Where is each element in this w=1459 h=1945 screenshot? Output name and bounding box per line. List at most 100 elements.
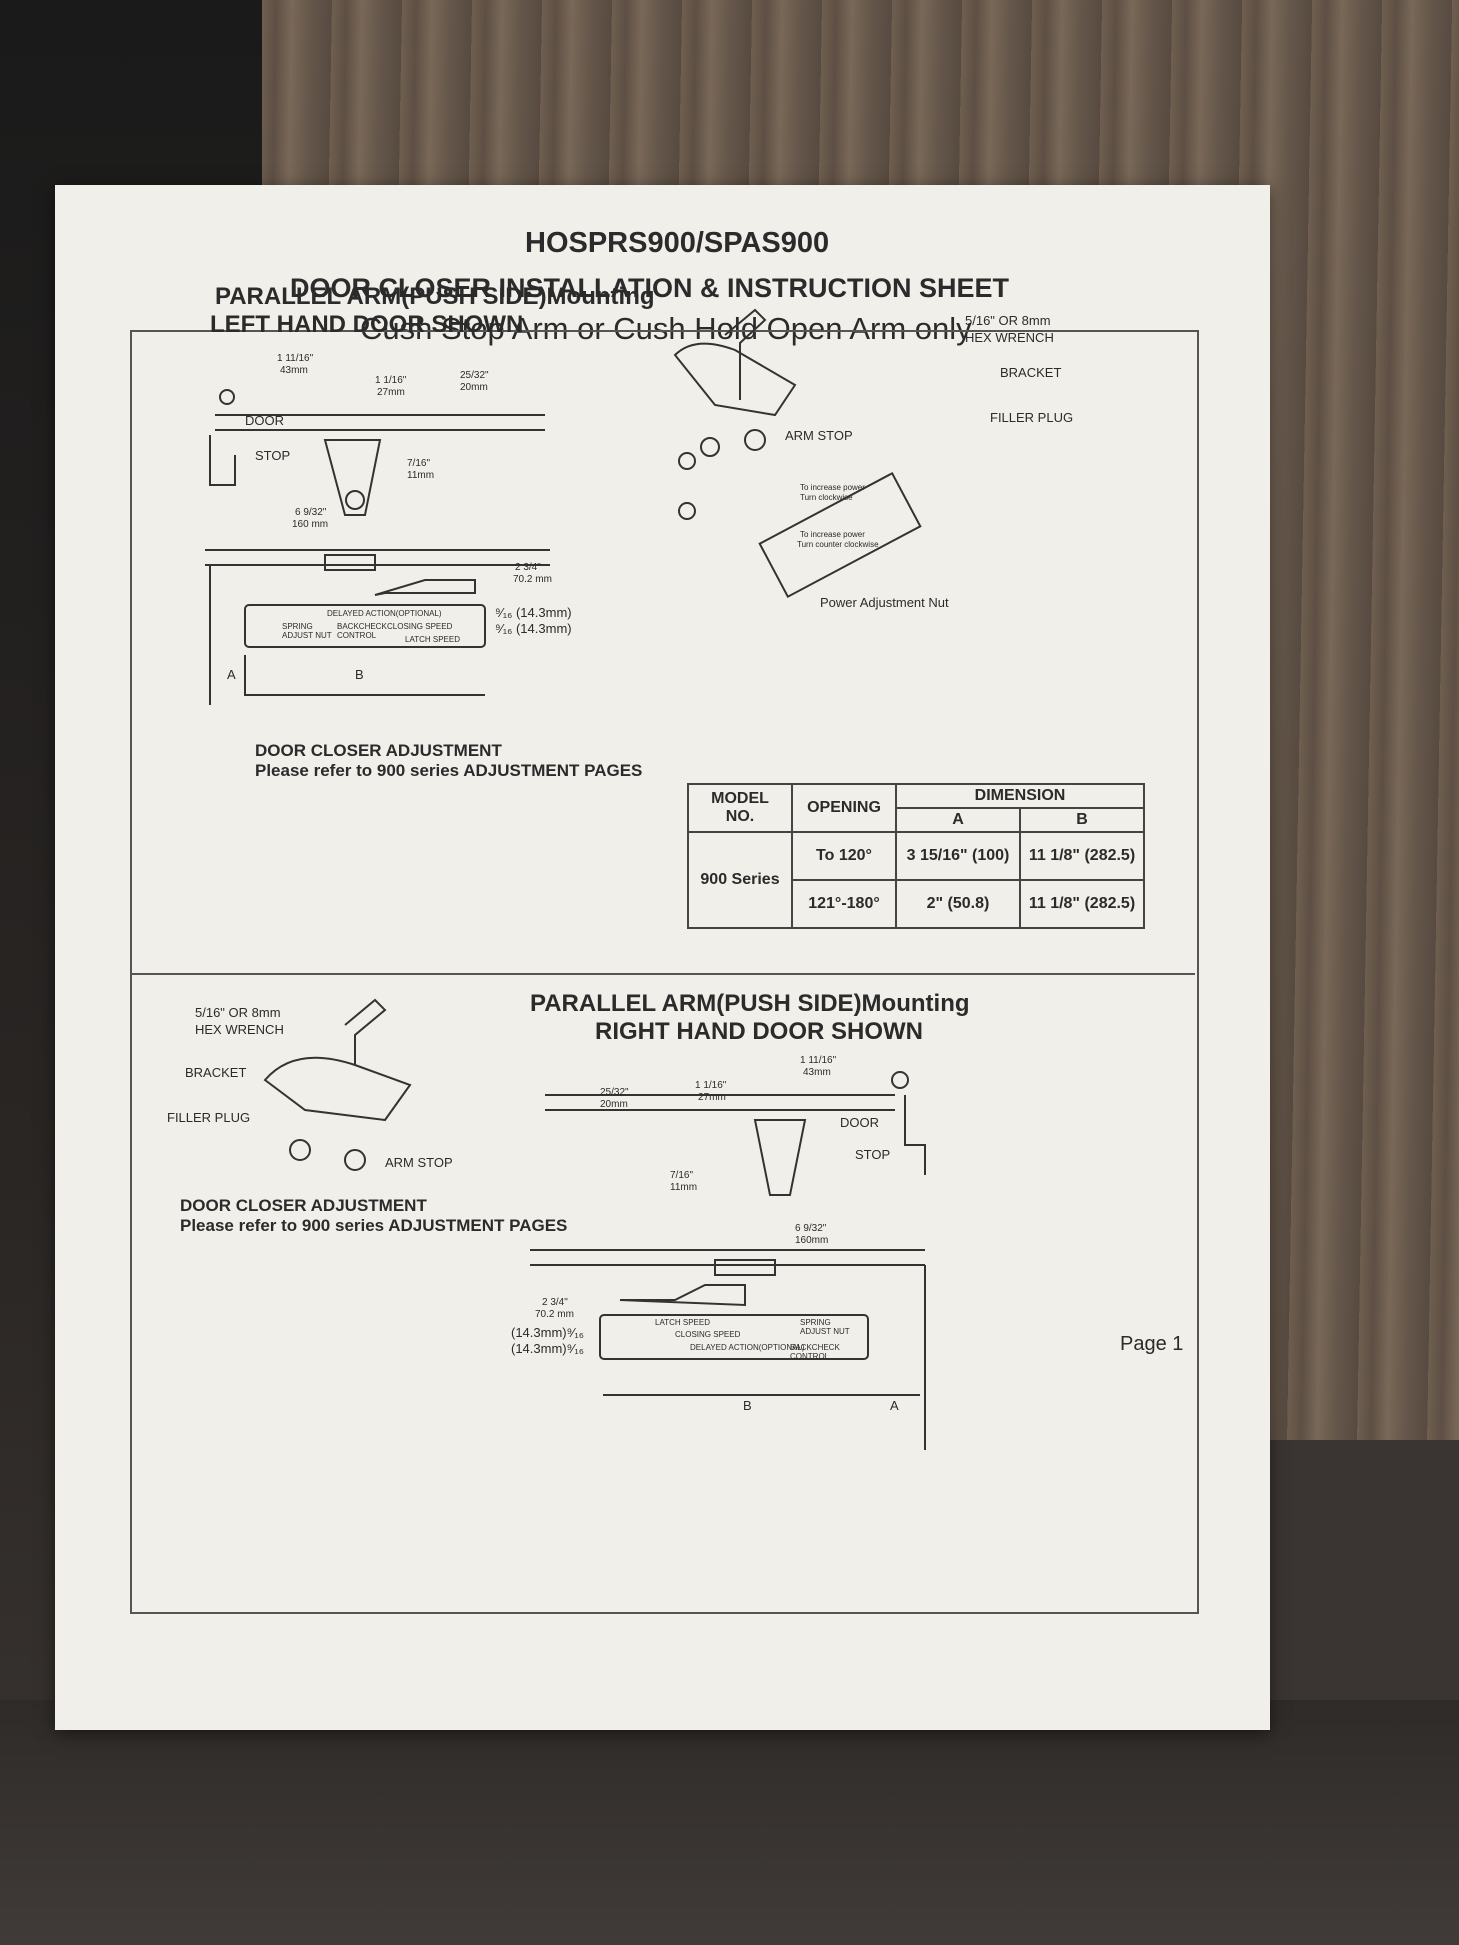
section-divider: [130, 973, 1195, 975]
dim-1-1-16: 1 1/16": [375, 375, 407, 386]
cell-opening: 121°-180°: [791, 879, 897, 929]
closer-body-left: [244, 604, 486, 648]
dim-160mm-right: 160mm: [795, 1235, 829, 1246]
dim-43mm: 43mm: [280, 365, 308, 376]
cell-b: 11 1/8" (282.5): [1019, 831, 1145, 881]
dim-9-16-a-right: (14.3mm)⁹⁄₁₆: [511, 1325, 584, 1340]
content-frame: [130, 330, 1199, 1614]
model-title: HOSPRS900/SPAS900: [525, 227, 830, 259]
adjustment-note-right: Please refer to 900 series ADJUSTMENT PA…: [180, 1216, 568, 1235]
adjustment-heading-left: DOOR CLOSER ADJUSTMENT: [255, 741, 502, 760]
power-adjust-nut-label: Power Adjustment Nut: [820, 595, 949, 610]
door-label-right: DOOR: [840, 1115, 879, 1130]
dim-27mm: 27mm: [377, 387, 405, 398]
closing-speed-label-right: CLOSING SPEED: [675, 1330, 741, 1339]
closer-body-right: [599, 1314, 869, 1360]
door-right-line: [545, 1094, 895, 1111]
dim-1-1-16-right: 1 1/16": [695, 1080, 727, 1091]
spring-adjust-label: SPRING ADJUST NUT: [282, 622, 332, 640]
page-number: Page 1: [1120, 1333, 1184, 1355]
hex-wrench-label: HEX WRENCH: [965, 330, 1054, 345]
filler-plug-label-bottom: FILLER PLUG: [167, 1110, 251, 1125]
dim-6-9-32: 6 9/32": [295, 507, 327, 518]
dim-1-11-16: 1 11/16": [277, 353, 314, 364]
dim-1-11-16-right: 1 11/16": [800, 1055, 837, 1066]
floor-background: [0, 1700, 1459, 1945]
dim-a-right: A: [890, 1398, 899, 1413]
cw-note-line1: To increase power: [800, 483, 865, 492]
cell-b: 11 1/8" (282.5): [1019, 879, 1145, 929]
cell-a: 2" (50.8): [895, 879, 1021, 929]
hex-wrench-size: 5/16" OR 8mm: [965, 313, 1051, 328]
latch-speed-label-right: LATCH SPEED: [655, 1318, 710, 1327]
adjustment-note-left: Please refer to 900 series ADJUSTMENT PA…: [255, 761, 643, 780]
cw-note-line2: Turn clockwise: [800, 493, 853, 502]
dim-70-2mm-right: 70.2 mm: [535, 1309, 574, 1320]
bracket-drawing-bottom: [263, 1056, 412, 1122]
dim-9-16-b: ⁹⁄₁₆ (14.3mm): [495, 621, 572, 636]
ccw-note-line1: To increase power: [800, 530, 865, 539]
right-heading-line2: RIGHT HAND DOOR SHOWN: [595, 1018, 923, 1045]
latch-speed-label: LATCH SPEED: [405, 635, 460, 644]
dim-11mm-right: 11mm: [670, 1182, 698, 1193]
delayed-action-label-right: DELAYED ACTION(OPTIONAL): [690, 1343, 805, 1352]
bracket-label-top: BRACKET: [1000, 365, 1062, 380]
th-a: A: [895, 807, 1021, 833]
stop-label-right: STOP: [855, 1147, 891, 1162]
arm-stop-label-top: ARM STOP: [785, 428, 853, 443]
bracket-drawing-top: [673, 342, 797, 417]
spring-adjust-label-right: SPRING ADJUST NUT: [800, 1318, 850, 1336]
sheet-title: DOOR CLOSER INSTALLATION & INSTRUCTION S…: [290, 273, 1009, 303]
dim-7-16: 7/16": [407, 458, 431, 469]
table-row: 900 Series To 120° 3 15/16" (100) 11 1/8…: [687, 831, 1145, 929]
hex-wrench-left: [344, 998, 387, 1065]
dim-20mm: 20mm: [460, 382, 488, 393]
arm-stop-label-bottom: ARM STOP: [385, 1155, 453, 1170]
hex-wrench-size-bottom: 5/16" OR 8mm: [195, 1005, 281, 1020]
dim-a-left: A: [227, 667, 236, 682]
dim-6-9-32-right: 6 9/32": [795, 1223, 827, 1234]
dim-b-right: B: [743, 1398, 752, 1413]
left-heading-line1: PARALLEL ARM(PUSH SIDE)Mounting: [215, 283, 655, 310]
bracket-left: [323, 439, 382, 516]
closer-body-top: [758, 471, 922, 599]
hex-wrench-label-bottom: HEX WRENCH: [195, 1022, 284, 1037]
sheet-subtitle: Cush Stop Arm or Cush Hold Open Arm only: [360, 311, 972, 346]
diagram-drawings: [205, 308, 926, 1450]
dim-70-2mm: 70.2 mm: [513, 574, 552, 585]
delayed-action-label: DELAYED ACTION(OPTIONAL): [327, 609, 442, 618]
dim-43mm-right: 43mm: [803, 1067, 831, 1078]
right-heading-line1: PARALLEL ARM(PUSH SIDE)Mounting: [530, 990, 970, 1017]
dim-9-16-b-right: (14.3mm)⁹⁄₁₆: [511, 1341, 584, 1356]
th-opening: OPENING: [791, 783, 897, 833]
cell-opening: To 120°: [791, 831, 897, 881]
adjustment-heading-right: DOOR CLOSER ADJUSTMENT: [180, 1196, 427, 1215]
dim-2-3-4: 2 3/4": [515, 562, 541, 573]
backcheck-label: BACKCHECK CONTROL: [337, 622, 387, 640]
dim-2-3-4-right: 2 3/4": [542, 1297, 568, 1308]
filler-plug-drawing: [744, 429, 766, 451]
stop-left-line: [209, 435, 236, 486]
closing-speed-label: CLOSING SPEED: [387, 622, 453, 631]
door-label-left: DOOR: [245, 413, 284, 428]
dim-9-16-a: ⁹⁄₁₆ (14.3mm): [495, 605, 572, 620]
door-knob-left: [219, 389, 235, 405]
dim-b-left: B: [355, 667, 364, 682]
door-left-line: [215, 414, 545, 431]
dim-160mm: 160 mm: [292, 519, 329, 530]
cell-a: 3 15/16" (100): [895, 831, 1021, 881]
dim-20mm-right: 20mm: [600, 1099, 628, 1110]
dimension-table: MODEL NO. OPENING DIMENSION A B 900 Seri…: [687, 783, 1145, 929]
dim-25-32: 25/32": [460, 370, 489, 381]
dim-11mm: 11mm: [407, 470, 435, 481]
stop-label-left: STOP: [255, 448, 291, 463]
dim-27mm-right: 27mm: [698, 1092, 726, 1103]
door-knob-right: [891, 1071, 909, 1089]
bracket-label-bottom: BRACKET: [185, 1065, 247, 1080]
th-model: MODEL NO.: [687, 783, 793, 833]
left-heading-line2: LEFT HAND DOOR SHOWN: [210, 311, 524, 338]
table-row: 121°-180° 2" (50.8) 11 1/8" (282.5): [688, 879, 1145, 929]
backcheck-label-right: BACKCHECK CONTROL: [790, 1343, 840, 1361]
bracket-right: [753, 1119, 807, 1196]
dim-7-16-right: 7/16": [670, 1170, 694, 1181]
